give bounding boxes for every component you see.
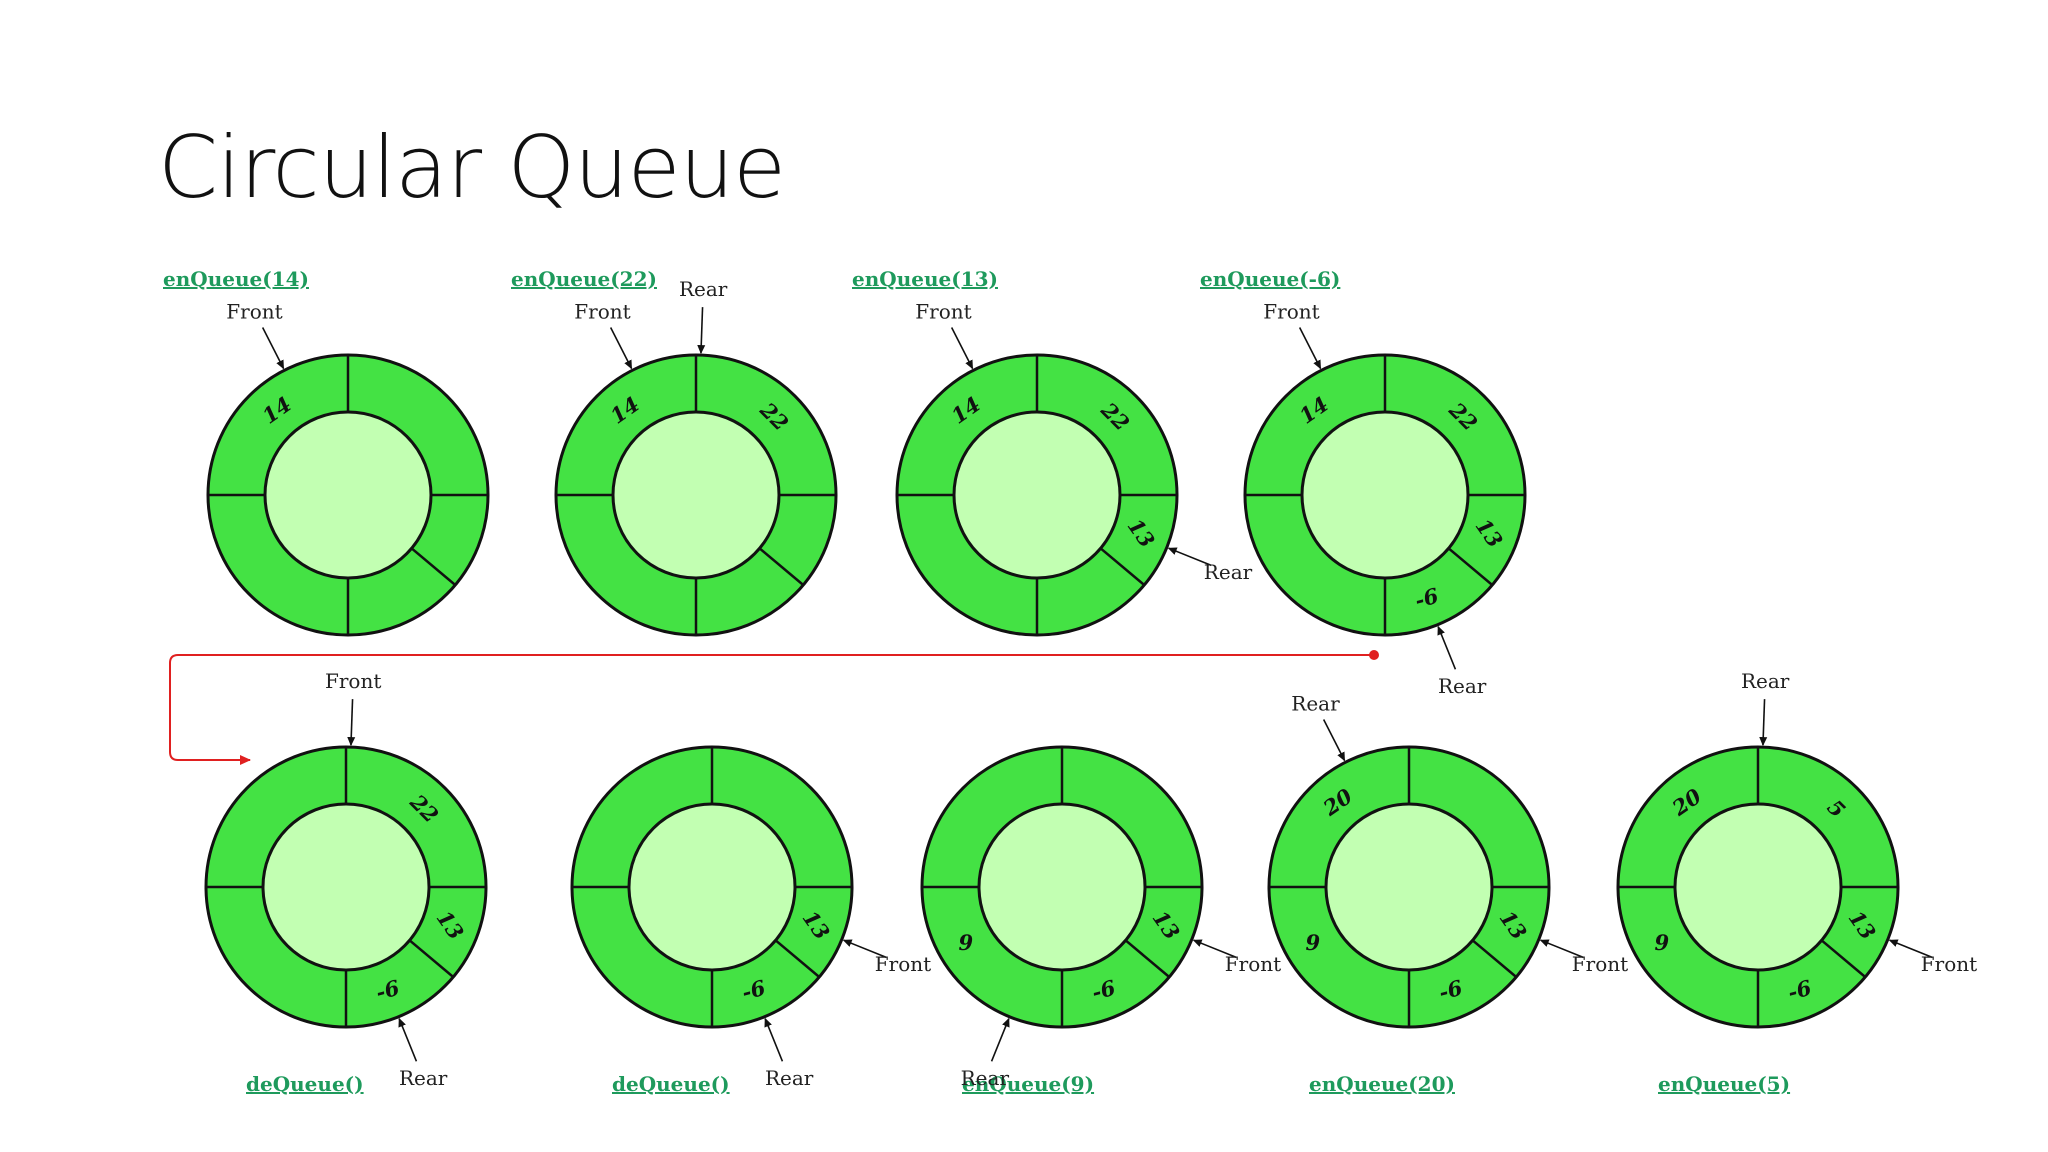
- front-pointer-arrow: [1539, 939, 1584, 959]
- front-pointer-label: Front: [325, 669, 381, 693]
- cell-divider: [1471, 939, 1518, 978]
- cell-divider: [1820, 939, 1867, 978]
- cell-value: 9: [1655, 930, 1670, 955]
- queue-hub: [261, 802, 431, 972]
- front-pointer-arrow: [261, 327, 285, 370]
- connector-dot: [1369, 650, 1379, 660]
- front-pointer-label: Front: [226, 299, 282, 323]
- cell-divider: [1124, 939, 1171, 978]
- operation-label: enQueue(5): [1658, 1072, 1790, 1096]
- rear-pointer-label: Rear: [1204, 560, 1253, 584]
- queue-hub: [263, 410, 433, 580]
- front-pointer-arrow: [950, 327, 974, 370]
- operation-label: enQueue(22): [511, 267, 657, 291]
- cell-divider: [408, 939, 455, 978]
- queue-hub: [1300, 410, 1470, 580]
- operation-label: enQueue(9): [962, 1072, 1094, 1096]
- rear-pointer-label: Rear: [765, 1066, 814, 1090]
- queue-hub: [952, 410, 1122, 580]
- operation-label: deQueue(): [612, 1072, 730, 1096]
- connector-arrow: [169, 654, 1374, 765]
- front-pointer-label: Front: [1225, 952, 1281, 976]
- operation-label: enQueue(14): [163, 267, 309, 291]
- front-pointer-label: Front: [574, 299, 630, 323]
- queue-hub: [977, 802, 1147, 972]
- rear-pointer-arrow: [1759, 699, 1768, 747]
- front-pointer-arrow: [1192, 939, 1237, 959]
- rear-pointer-label: Rear: [961, 1066, 1010, 1090]
- rear-pointer-label: Rear: [399, 1066, 448, 1090]
- front-pointer-label: Front: [915, 299, 971, 323]
- slide-title: Circular Queue: [158, 118, 786, 218]
- front-pointer-label: Front: [1572, 952, 1628, 976]
- rear-pointer-label: Rear: [1291, 691, 1340, 715]
- queue-hub: [1324, 802, 1494, 972]
- front-pointer-arrow: [609, 327, 633, 370]
- rear-pointer-arrow: [1322, 719, 1346, 762]
- operation-label: enQueue(20): [1309, 1072, 1455, 1096]
- queue-steps: 14enQueue(14)Front2214enQueue(22)FrontRe…: [163, 267, 1977, 1096]
- queue-hub: [627, 802, 797, 972]
- rear-pointer-label: Rear: [679, 277, 728, 301]
- cell-divider: [758, 547, 805, 586]
- rear-pointer-arrow: [398, 1017, 418, 1062]
- cell-divider: [410, 547, 457, 586]
- rear-pointer-arrow: [1167, 547, 1212, 567]
- cell-divider: [1099, 547, 1146, 586]
- rear-pointer-label: Rear: [1741, 669, 1790, 693]
- rear-pointer-arrow: [1437, 625, 1457, 670]
- queue-hub: [611, 410, 781, 580]
- front-pointer-arrow: [842, 939, 887, 959]
- cell-value: 9: [1306, 930, 1321, 955]
- front-pointer-label: Front: [1263, 299, 1319, 323]
- operation-label: enQueue(-6): [1200, 267, 1340, 291]
- front-pointer-arrow: [1298, 327, 1322, 370]
- front-pointer-arrow: [1888, 939, 1933, 959]
- queue-hub: [1673, 802, 1843, 972]
- rear-pointer-arrow: [764, 1017, 784, 1062]
- front-pointer-arrow: [347, 699, 356, 747]
- front-pointer-label: Front: [875, 952, 931, 976]
- cell-divider: [774, 939, 821, 978]
- row-connector: [169, 650, 1379, 765]
- rear-pointer-arrow: [697, 307, 706, 355]
- rear-pointer-label: Rear: [1438, 674, 1487, 698]
- rear-pointer-arrow: [990, 1017, 1010, 1062]
- operation-label: deQueue(): [246, 1072, 364, 1096]
- operation-label: enQueue(13): [852, 267, 998, 291]
- cell-divider: [1447, 547, 1494, 586]
- front-pointer-label: Front: [1921, 952, 1977, 976]
- cell-value: 9: [959, 930, 974, 955]
